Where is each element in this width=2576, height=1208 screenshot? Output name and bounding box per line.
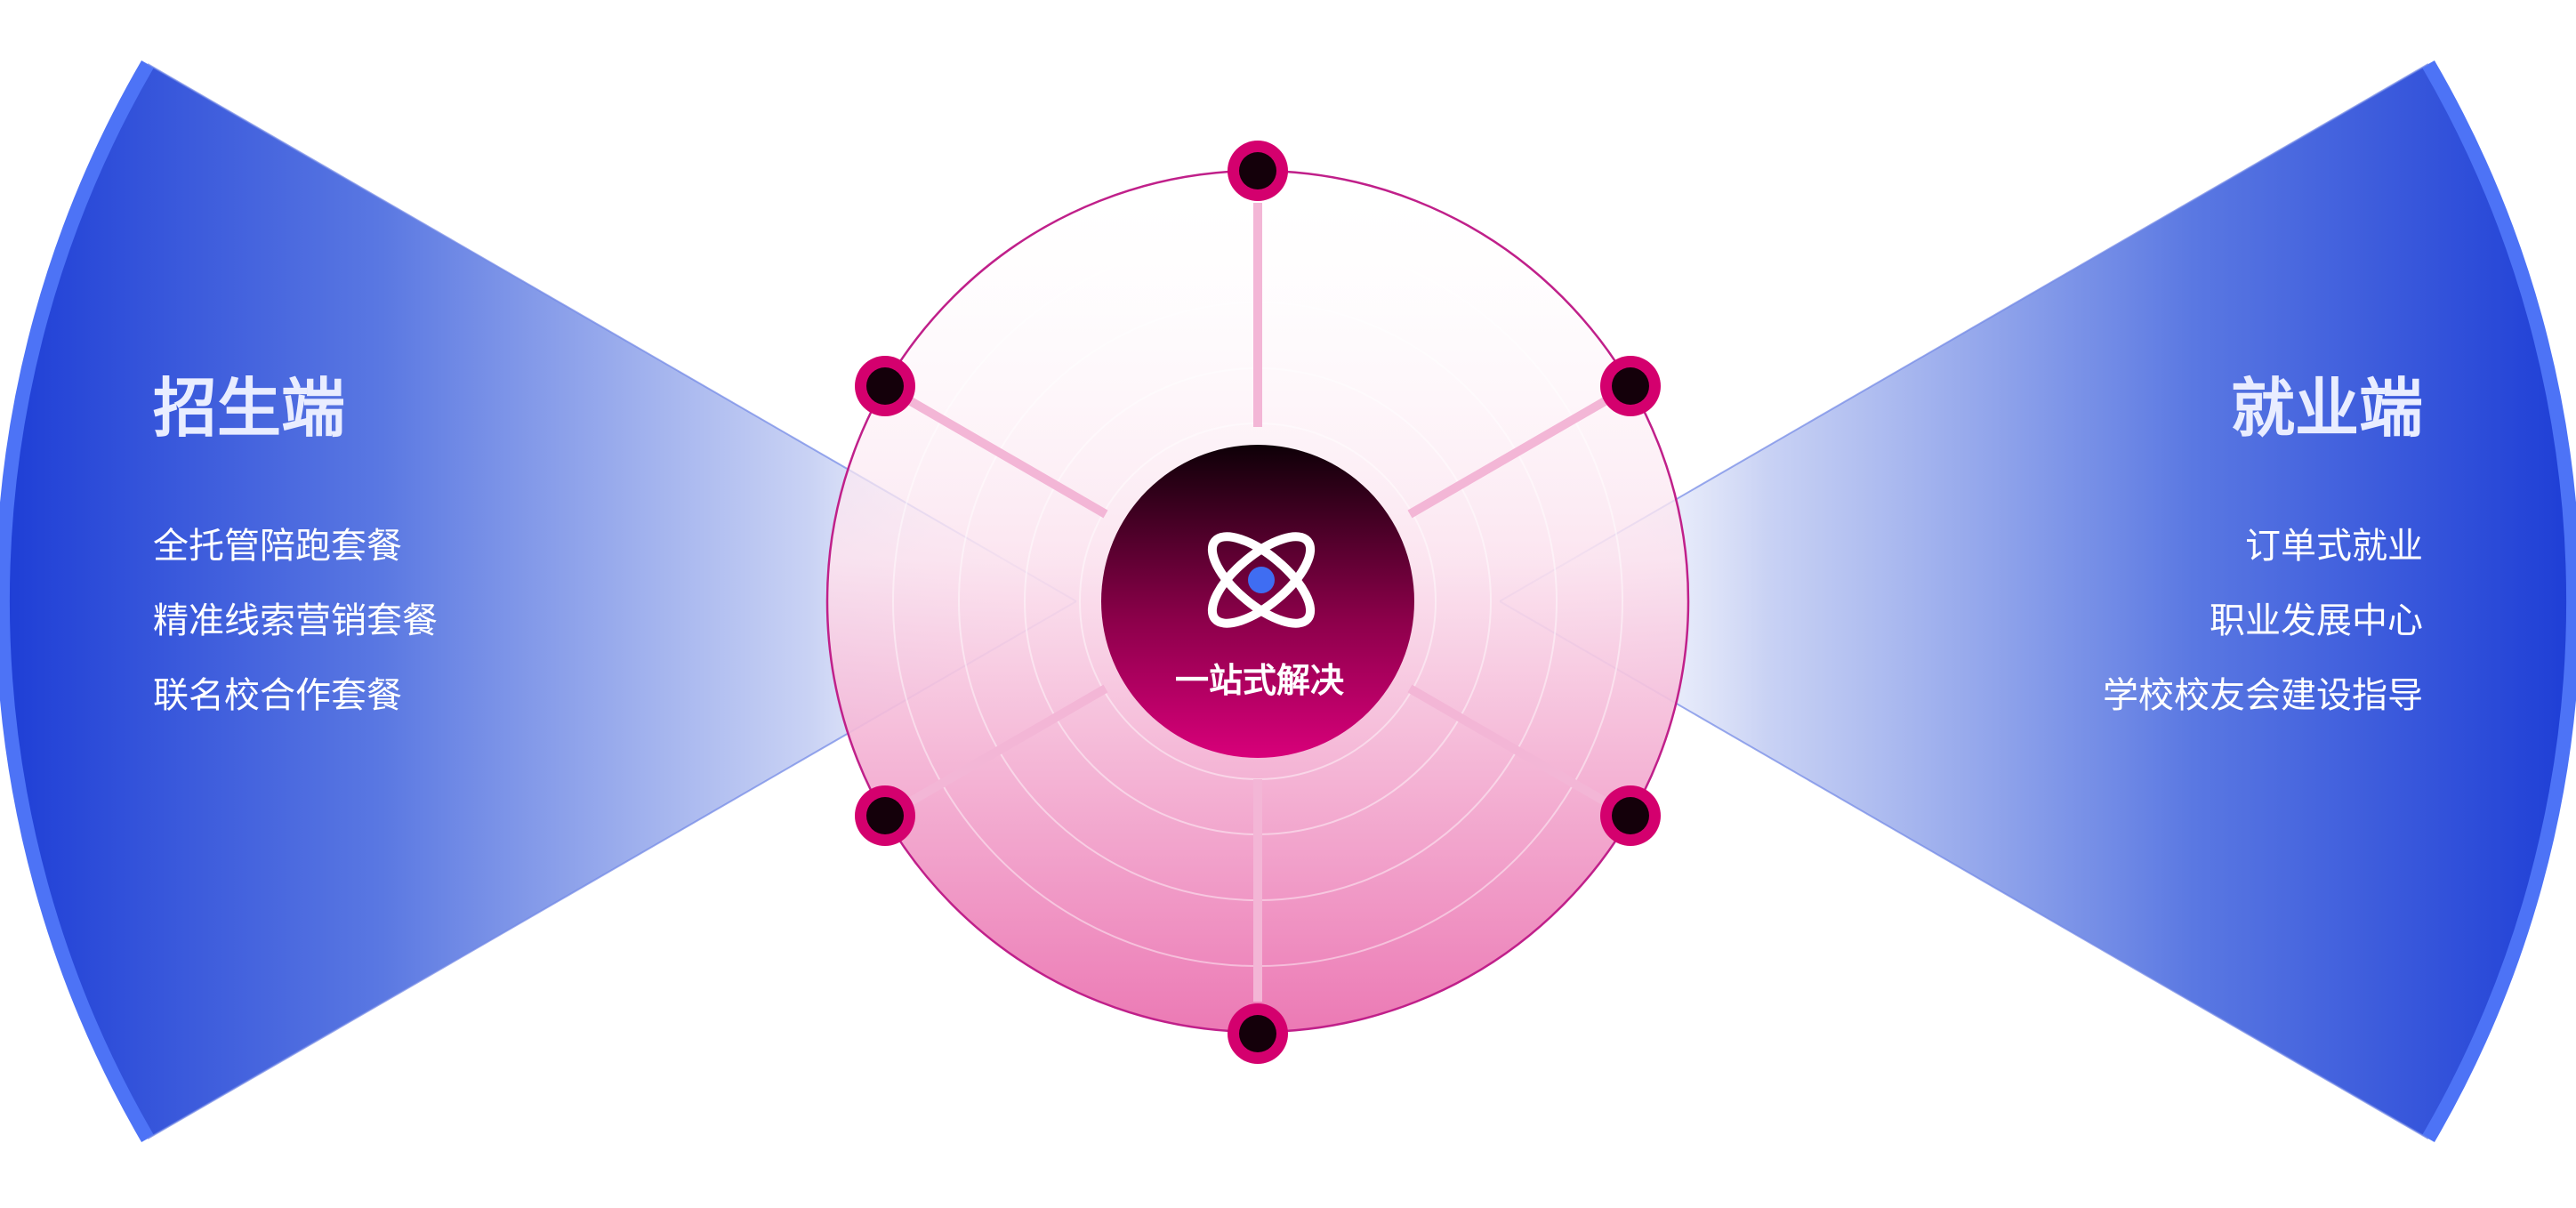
center-hub: 一站式解决: [1101, 445, 1414, 758]
center-circle: [1101, 445, 1414, 758]
right-item-3: 学校校友会建设指导: [2103, 675, 2423, 716]
node-bottom-left: [855, 785, 915, 846]
left-item-2: 精准线索营销套餐: [153, 600, 438, 641]
spoke-bottom-left: [906, 684, 1108, 807]
left-panel: 招生端 全托管陪跑套餐 精准线索营销套餐 联名校合作套餐: [0, 60, 1077, 1143]
right-wedge-rim: [2422, 60, 2576, 1143]
left-wedge-rim: [0, 60, 154, 1143]
nodes: [855, 141, 1661, 1064]
right-wedge: [1500, 64, 2574, 1139]
node-top-right: [1600, 356, 1661, 416]
spoke-bottom-right: [1407, 684, 1609, 807]
left-wedge: [2, 64, 1076, 1139]
spokes: [906, 203, 1609, 1002]
left-panel-title: 招生端: [153, 371, 345, 446]
right-panel-title: 就业端: [2231, 371, 2423, 446]
node-bottom-right: [1600, 785, 1661, 846]
center-label: 一站式解决: [1175, 661, 1344, 700]
left-item-3: 联名校合作套餐: [153, 675, 402, 716]
right-panel: 就业端 订单式就业 职业发展中心 学校校友会建设指导: [1499, 60, 2576, 1143]
left-item-1: 全托管陪跑套餐: [153, 526, 402, 567]
right-item-1: 订单式就业: [2245, 526, 2423, 567]
spoke-top-left: [906, 396, 1108, 519]
node-top-left: [855, 356, 915, 416]
spoke-top-right: [1407, 396, 1609, 519]
atom-icon: [1207, 532, 1316, 628]
node-bottom: [1228, 1003, 1288, 1064]
node-top: [1228, 141, 1288, 201]
right-item-2: 职业发展中心: [2210, 600, 2423, 641]
